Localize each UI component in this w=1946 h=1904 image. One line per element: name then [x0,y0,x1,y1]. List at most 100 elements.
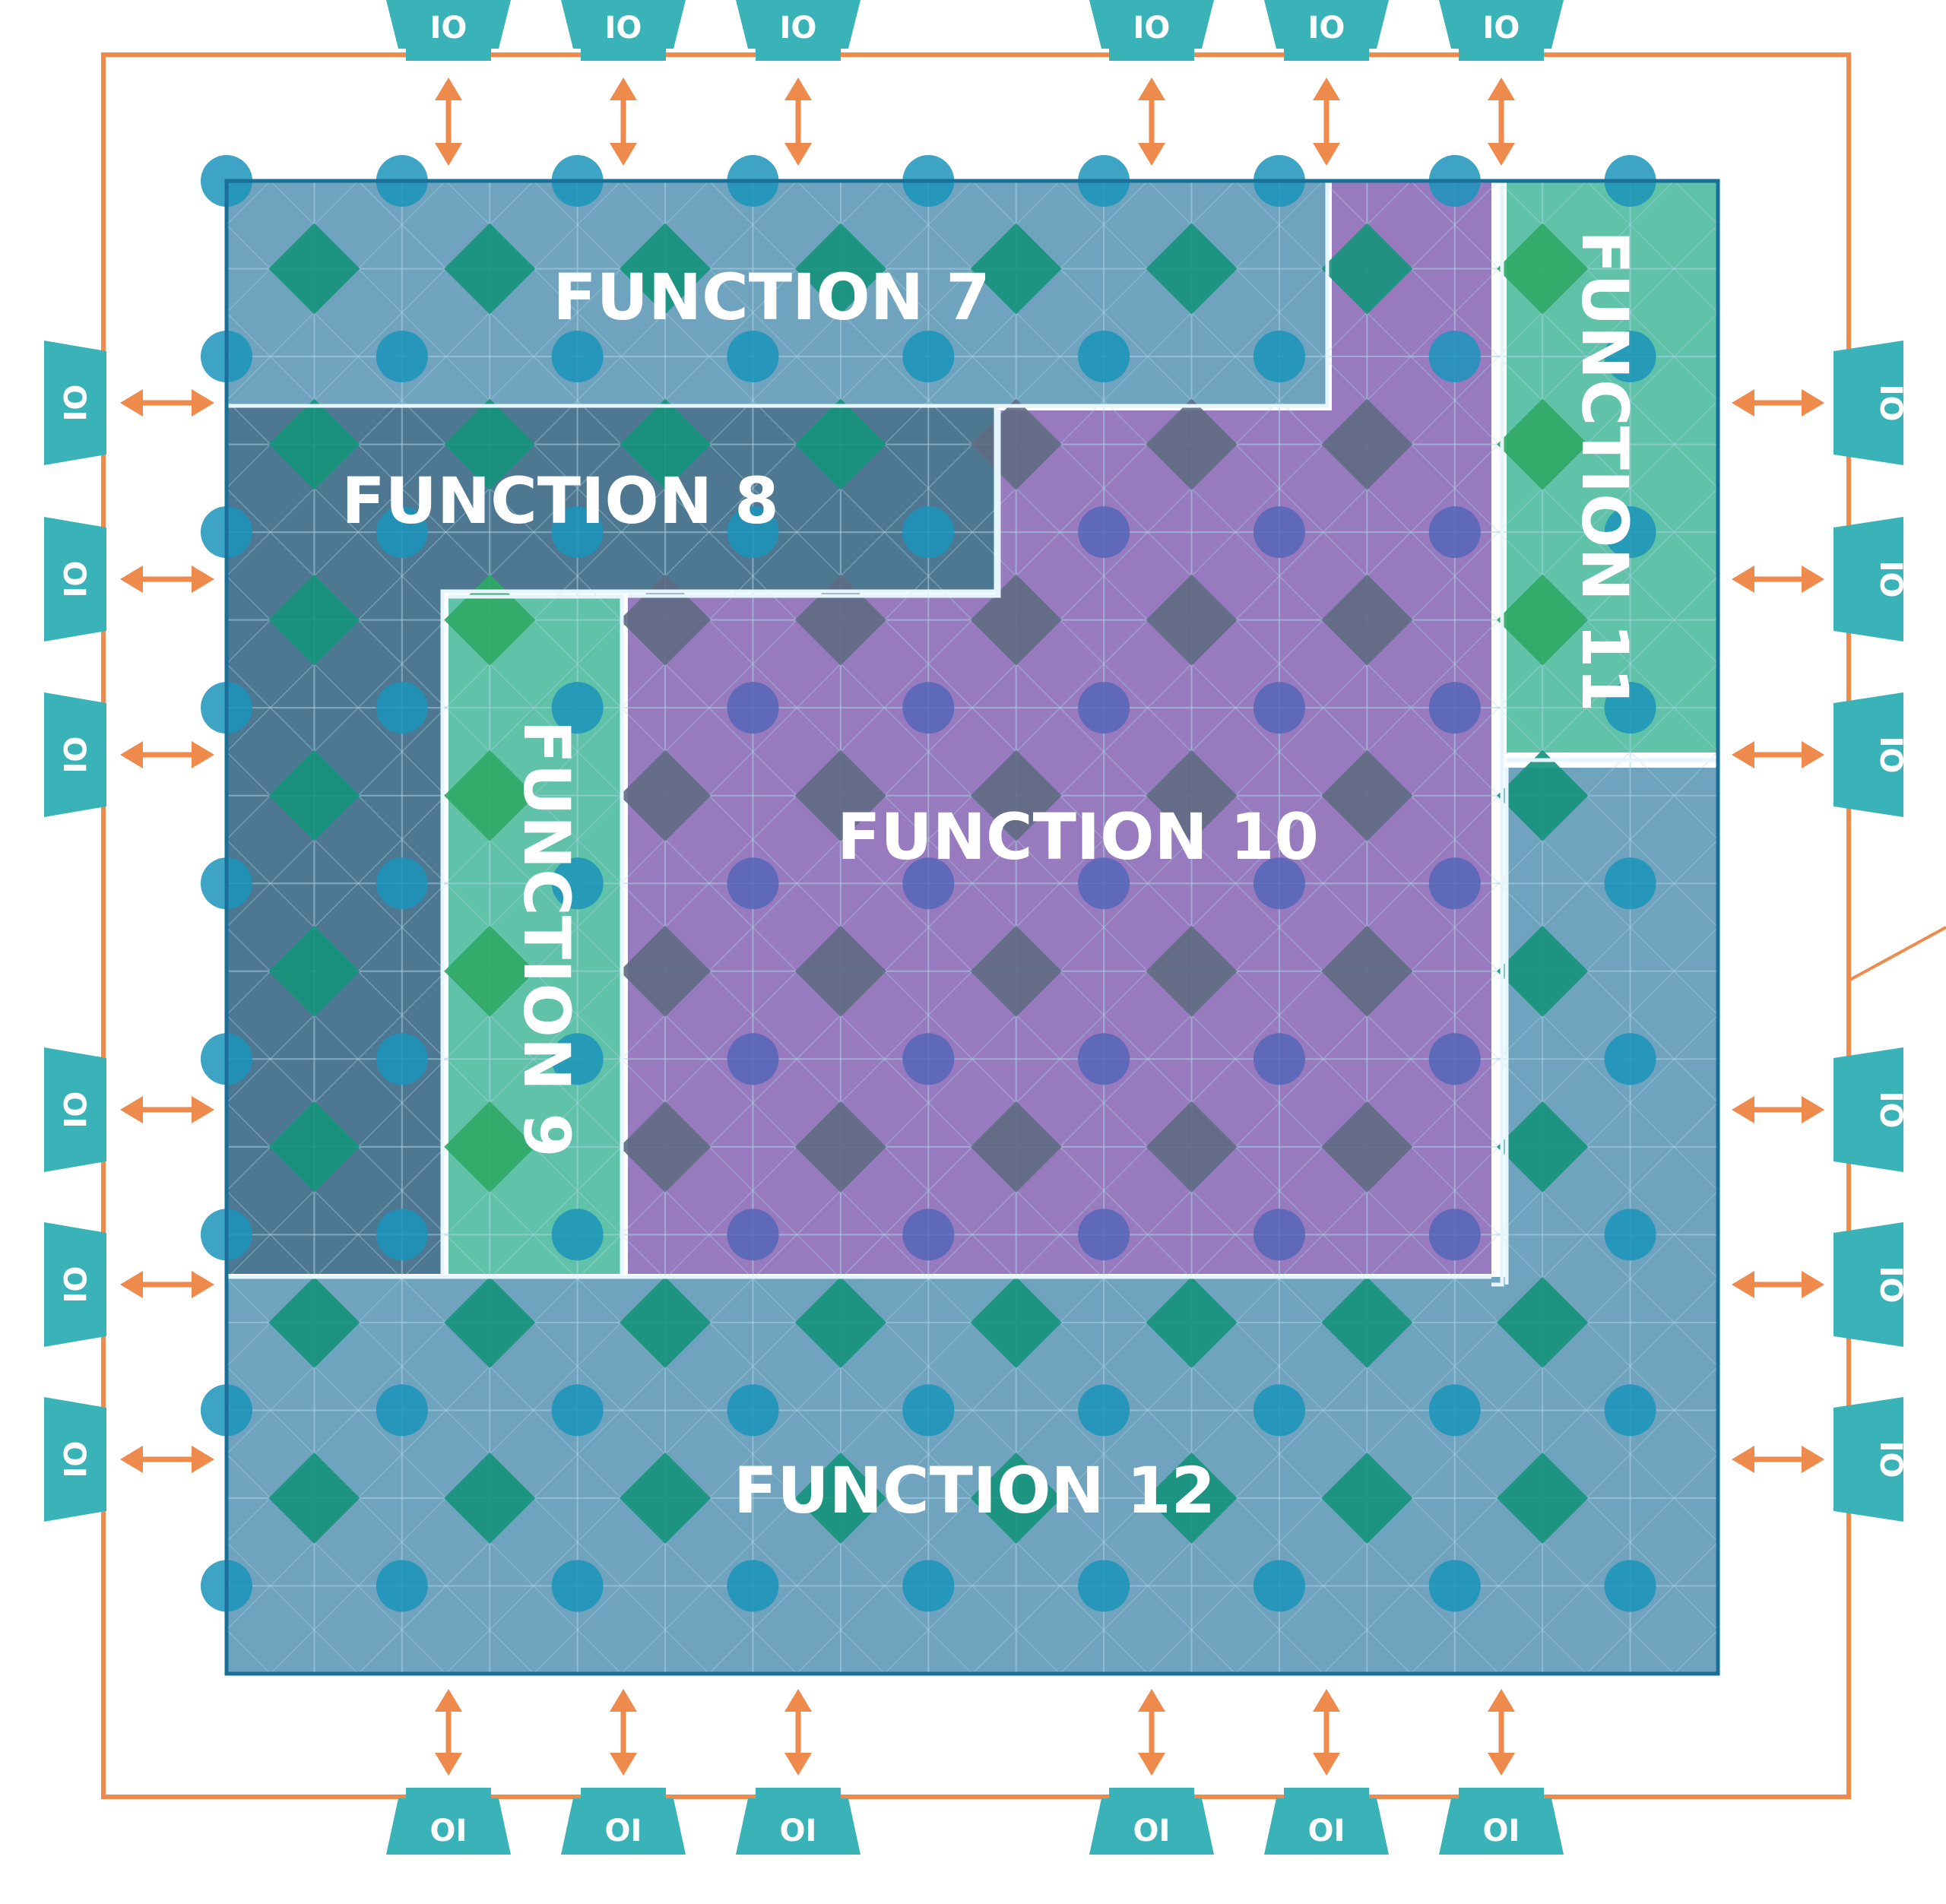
node-circle [1604,857,1656,910]
node-diamond [1146,574,1238,666]
svg-text:IO: IO [430,11,467,46]
node-circle [1604,1033,1656,1085]
node-circle [376,1209,428,1261]
io-arrow [1313,78,1340,166]
node-diamond [444,398,536,490]
node-diamond [794,749,886,841]
io-pad-bottom: OI [386,1788,511,1855]
io-arrow [120,1446,214,1473]
node-diamond [620,925,712,1017]
node-diamond [794,223,886,315]
node-diamond [620,1276,712,1368]
node-diamond [1146,223,1238,315]
io-pad-top: IO [1089,0,1214,61]
node-circle [1428,331,1481,383]
node-circle [376,1384,428,1437]
node-circle [1253,1209,1305,1261]
svg-text:OI: OI [1133,1814,1171,1849]
node-circle [727,331,779,383]
node-circle [727,506,779,559]
io-arrow [1313,1689,1340,1776]
io-pad-bottom: OI [1089,1788,1214,1855]
io-pad-top: IO [386,0,511,61]
node-circle [1428,1209,1481,1261]
svg-text:IO: IO [1873,1266,1908,1304]
io-pad-right: IO [1833,1222,1908,1347]
node-diamond [970,1101,1062,1193]
node-circle [902,506,955,559]
node-circle [551,331,604,383]
node-diamond [1146,925,1238,1017]
node-circle [376,1560,428,1612]
io-pad-bottom: OI [561,1788,686,1855]
node-diamond [620,398,712,490]
io-arrow [120,389,214,417]
node-diamond [1497,223,1589,315]
svg-text:OI: OI [1308,1814,1345,1849]
node-circle [551,1033,604,1085]
node-circle [1253,1384,1305,1437]
node-circle [1078,1560,1130,1612]
svg-text:OI: OI [56,1441,91,1478]
node-circle [902,331,955,383]
node-circle [1604,682,1656,734]
node-circle [1604,1560,1656,1612]
io-arrow [1732,389,1824,417]
node-diamond [1321,1452,1413,1544]
io-pad-bottom: OI [1264,1788,1389,1855]
svg-text:OI: OI [56,1266,91,1304]
node-diamond [444,1452,536,1544]
node-diamond [970,223,1062,315]
node-diamond [794,1101,886,1193]
node-circle [376,857,428,910]
node-diamond [1321,398,1413,490]
io-arrow [784,1689,812,1776]
node-circle [1604,1209,1656,1261]
node-diamond [268,1101,360,1193]
io-arrow [1138,78,1165,166]
io-arrow [1732,1096,1824,1123]
svg-text:OI: OI [780,1814,817,1849]
node-circle [727,682,779,734]
function-labels: FUNCTION 7 FUNCTION 8 FUNCTION 9 FUNCTIO… [341,230,1642,1528]
io-arrow [435,78,462,166]
svg-text:OI: OI [56,1091,91,1129]
io-arrow [120,1096,214,1123]
node-diamond [268,1276,360,1368]
node-circle [902,1209,955,1261]
node-circle [902,1384,955,1437]
io-pad-bottom: OI [1439,1788,1564,1855]
node-diamond [620,1101,712,1193]
node-circle [551,1560,604,1612]
svg-text:OI: OI [56,561,91,598]
cell-nodes [201,155,1656,1612]
node-circle [551,1209,604,1261]
node-diamond [794,398,886,490]
node-diamond [1497,398,1589,490]
node-circle [1078,331,1130,383]
io-arrow [120,565,214,593]
node-circle [1078,682,1130,734]
node-diamond [1497,749,1589,841]
svg-text:IO: IO [1873,1091,1908,1129]
node-diamond [444,1101,536,1193]
boundary-leader-line [1848,926,1946,982]
function-9-label: FUNCTION 9 [509,720,584,1158]
node-circle [902,857,955,910]
node-circle [551,682,604,734]
io-arrow [120,741,214,768]
io-arrow [1732,565,1824,593]
node-circle [1604,1384,1656,1437]
node-circle [1428,682,1481,734]
node-diamond [1146,749,1238,841]
node-circle [376,1033,428,1085]
node-diamond [268,223,360,315]
node-circle [1428,1384,1481,1437]
node-diamond [1321,574,1413,666]
node-diamond [1497,925,1589,1017]
node-diamond [1321,1101,1413,1193]
core-outline [224,179,1720,1676]
function-10-label: FUNCTION 10 [837,800,1319,874]
io-pad-left: OI [44,692,106,817]
